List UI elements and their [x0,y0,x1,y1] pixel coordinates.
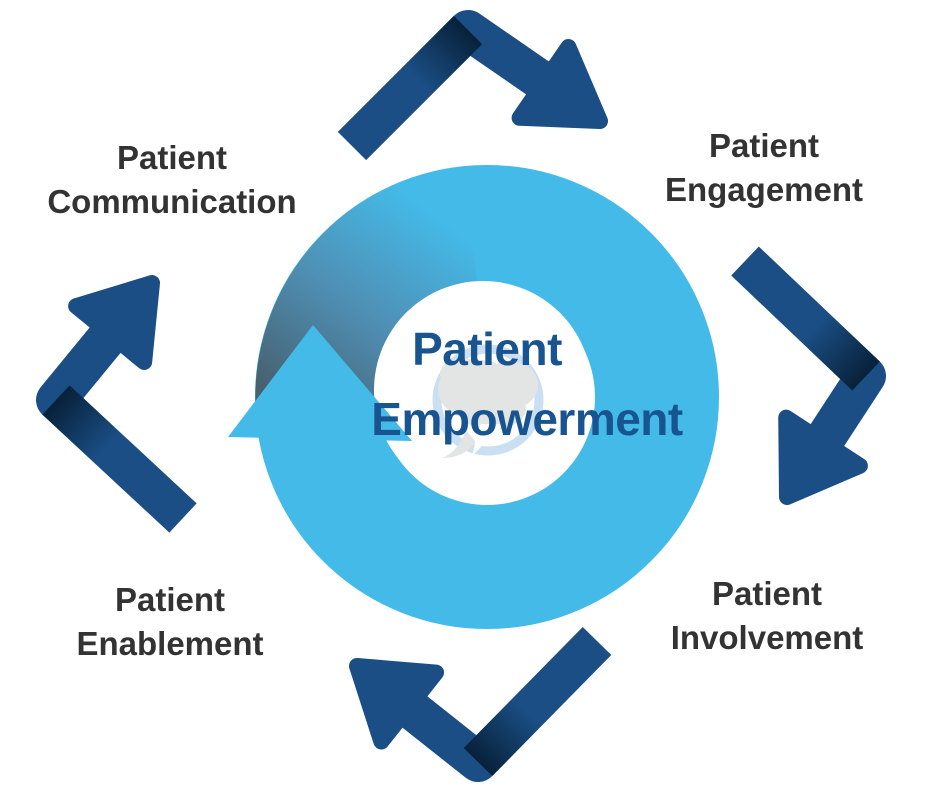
arrow-right-head [778,409,868,505]
brain-logo-watermark-icon [432,344,544,458]
arrow-right-fold-shadow [801,313,880,391]
label-line: Communication [47,183,297,220]
arrow-bottom-head [349,658,445,750]
label-line: Patient [708,127,820,164]
arrow-top-body [337,10,556,161]
label-patient-enablement: Patient Enablement [76,578,263,666]
label-line: Patient [711,575,823,612]
arrow-left-fold-shadow [42,385,121,463]
arrow-bottom-icon [349,626,612,782]
label-line: Patient [116,139,228,176]
arrow-top-head [511,39,608,129]
center-title-line2: Empowerment [371,393,683,445]
arrow-bottom-fold-shadow [463,698,542,777]
label-line: Engagement [664,171,864,208]
arrow-top-fold-shadow [404,15,483,94]
label-patient-involvement: Patient Involvement [671,572,864,660]
label-line: Enablement [76,625,264,662]
arrow-right-icon [731,246,886,505]
arrow-left-head [68,275,160,370]
label-line: Involvement [670,619,864,656]
watermark-bubble-notch [472,424,504,456]
arrow-top-icon [337,10,608,161]
cycle-circular-arrow-icon [228,165,719,629]
label-patient-engagement: Patient Engagement [665,124,863,212]
center-title-line1: Patient [412,323,562,375]
arrow-left-icon [36,275,197,533]
label-patient-communication: Patient Communication [47,136,296,224]
label-line: Patient [114,581,226,618]
cycle-arrowhead [228,325,412,441]
